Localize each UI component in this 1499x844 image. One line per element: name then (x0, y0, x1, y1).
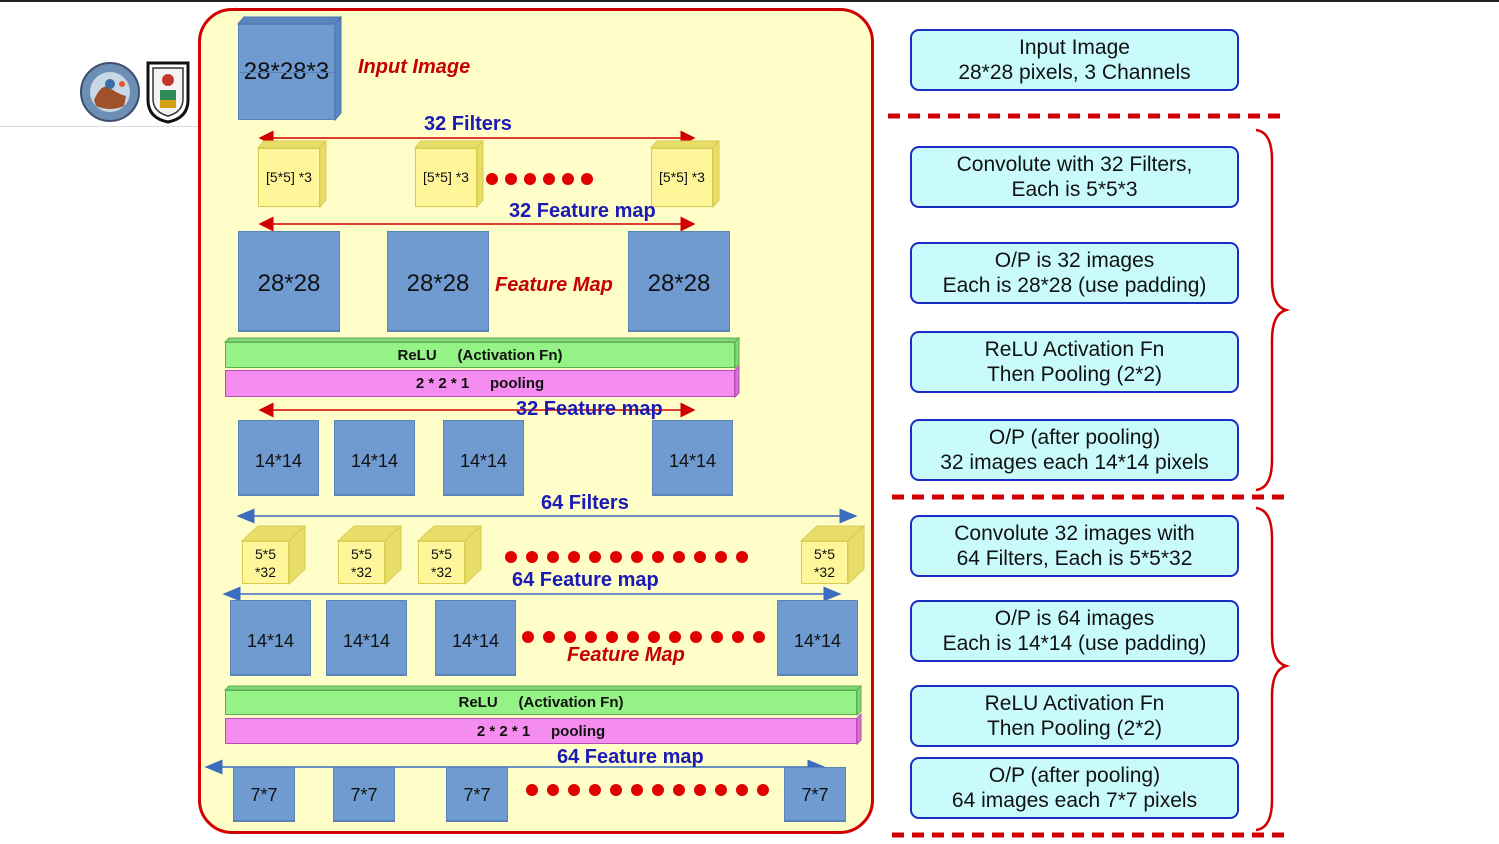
stage2-filters-title: 64 Filters (541, 492, 629, 514)
stage2-feature-map-label: Feature Map (567, 644, 685, 666)
right-box-line-2: Each is 28*28 (use padding) (942, 274, 1207, 297)
right-box-output-32: O/P is 32 images Each is 28*28 (use padd… (910, 242, 1239, 304)
stage2-filter-2: 5*5 *32 (338, 541, 385, 584)
blue-span-arrows (204, 508, 858, 775)
curly-braces (1255, 128, 1291, 832)
feature-map-size: 28*28 (257, 270, 321, 297)
stage2-feature-map-4: 14*14 (777, 600, 858, 676)
input-image-block: 28*28*3 (238, 24, 335, 120)
stage2-pooled-map-1: 7*7 (233, 767, 295, 822)
feature-map-size: 14*14 (793, 631, 842, 651)
stage1-filter-2: [5*5] *3 (415, 148, 477, 207)
pooled-map-size: 7*7 (801, 785, 829, 805)
right-box-convolve-64: Convolute 32 images with 64 Filters, Eac… (910, 515, 1239, 577)
stage2-feature-map-ellipsis (522, 631, 765, 643)
pooled-map-size: 7*7 (463, 785, 491, 805)
feature-map-size: 14*14 (451, 631, 500, 651)
stage2-filter-4: 5*5 *32 (801, 541, 848, 584)
right-box-convolve-32: Convolute with 32 Filters, Each is 5*5*3 (910, 146, 1239, 208)
stage2-feature-map-3: 14*14 (435, 600, 516, 676)
stage2-feature-map-2: 14*14 (326, 600, 407, 676)
stage1-filter-ellipsis (486, 173, 593, 185)
input-image-label: Input Image (358, 56, 471, 78)
stage1-feature-map-2: 28*28 (387, 231, 489, 332)
stage2-pooled-map-3: 7*7 (446, 767, 508, 822)
right-box-line-1: O/P is 32 images (994, 249, 1155, 272)
stage1-feature-map-label: Feature Map (495, 274, 613, 296)
logo-card (0, 6, 237, 127)
right-box-input-image: Input Image 28*28 pixels, 3 Channels (910, 29, 1239, 91)
university-seal-icon (80, 62, 140, 122)
right-box-line-1: O/P (after pooling) (988, 426, 1161, 449)
feature-map-size: 14*14 (246, 631, 295, 651)
right-box-relu-pooling-2: ReLU Activation Fn Then Pooling (2*2) (910, 685, 1239, 747)
stage2-pooled-map-4: 7*7 (784, 767, 846, 822)
stage1-feature-map-1: 28*28 (238, 231, 340, 332)
stage2-pooled-ellipsis (526, 784, 769, 796)
stage1-pooled-map-2: 14*14 (334, 420, 415, 496)
red-span-arrows (258, 130, 696, 418)
stage1-feature-map-title: 32 Feature map (509, 200, 656, 222)
stage2-relu-bar: ReLU (Activation Fn) (225, 690, 857, 715)
pooled-map-size: 14*14 (459, 451, 508, 471)
feature-map-size: 28*28 (406, 270, 470, 297)
pooled-map-size: 14*14 (350, 451, 399, 471)
feature-map-size: 14*14 (342, 631, 391, 651)
stage2-pooled-map-2: 7*7 (333, 767, 395, 822)
right-box-after-pooling-1: O/P (after pooling) 32 images each 14*14… (910, 419, 1239, 481)
right-box-line-1: O/P is 64 images (994, 607, 1155, 630)
feature-map-size: 28*28 (647, 270, 711, 297)
stage2-pooled-title: 64 Feature map (557, 746, 704, 768)
right-box-line-1: Convolute with 32 Filters, (956, 153, 1193, 176)
faculty-crest-icon (146, 61, 190, 124)
bar-ends (223, 336, 863, 746)
stage2-filter-1: 5*5 *32 (242, 541, 289, 584)
right-box-line-2: Each is 14*14 (use padding) (942, 632, 1207, 655)
pooled-map-size: 14*14 (668, 451, 717, 471)
stage1-pooled-title: 32 Feature map (516, 398, 663, 420)
stage1-filters-title: 32 Filters (424, 113, 512, 135)
pooled-map-size: 7*7 (250, 785, 278, 805)
right-box-line-2: 32 images each 14*14 pixels (940, 451, 1209, 474)
stage2-feature-map-1: 14*14 (230, 600, 311, 676)
right-box-line-2: Then Pooling (2*2) (986, 363, 1163, 386)
dashed-separators (888, 113, 1292, 838)
filter-cube-sides (240, 139, 866, 586)
input-image-size: 28*28*3 (243, 58, 330, 85)
stage2-pooling-bar: 2 * 2 * 1 pooling (225, 718, 857, 744)
stage2-feature-map-title: 64 Feature map (512, 569, 659, 591)
stage1-feature-map-3: 28*28 (628, 231, 730, 332)
right-box-after-pooling-2: O/P (after pooling) 64 images each 7*7 p… (910, 757, 1239, 819)
right-box-output-64: O/P is 64 images Each is 14*14 (use padd… (910, 600, 1239, 662)
right-box-line-2: Then Pooling (2*2) (986, 717, 1163, 740)
stage1-filter-1: [5*5] *3 (258, 148, 320, 207)
right-box-line-1: ReLU Activation Fn (984, 692, 1165, 715)
stage1-filter-3: [5*5] *3 (651, 148, 713, 207)
stage2-filter-3: 5*5 *32 (418, 541, 465, 584)
right-box-line-2: Each is 5*5*3 (1011, 178, 1138, 201)
right-box-line-1: Convolute 32 images with (954, 522, 1195, 545)
right-box-line-2: 64 images each 7*7 pixels (951, 789, 1198, 812)
stage1-pooling-bar: 2 * 2 * 1 pooling (225, 370, 735, 397)
right-box-line-2: 64 Filters, Each is 5*5*32 (956, 547, 1193, 570)
right-box-line-1: Input Image (1019, 36, 1130, 59)
right-box-line-1: ReLU Activation Fn (984, 338, 1165, 361)
stage1-relu-bar: ReLU (Activation Fn) (225, 342, 735, 368)
top-border-line (0, 0, 1499, 2)
right-box-line-1: O/P (after pooling) (988, 764, 1161, 787)
stage1-pooled-map-3: 14*14 (443, 420, 524, 496)
stage1-pooled-map-4: 14*14 (652, 420, 733, 496)
stage2-filter-ellipsis (505, 551, 748, 563)
pooled-map-size: 14*14 (254, 451, 303, 471)
pooled-map-size: 7*7 (350, 785, 378, 805)
stage1-pooled-map-1: 14*14 (238, 420, 319, 496)
right-box-relu-pooling-1: ReLU Activation Fn Then Pooling (2*2) (910, 331, 1239, 393)
right-box-line-2: 28*28 pixels, 3 Channels (958, 61, 1191, 84)
